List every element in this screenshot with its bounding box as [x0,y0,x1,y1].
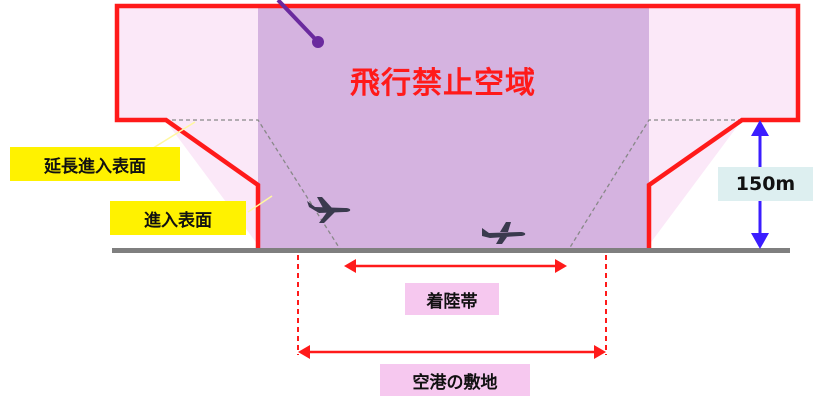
airplane-icon [482,222,526,244]
no-fly-zone-title: 飛行禁止空域 [350,66,536,101]
landing-strip-label: 着陸帯 [405,283,499,315]
airport-site-arrow-left [298,345,310,359]
airplane-icon [307,197,351,223]
transitional-surface-area-right [649,6,798,245]
landing-strip-arrow-right [555,259,567,273]
pointer-line [276,0,320,44]
approach-surface-dashed-left [165,119,341,250]
extended-approach-surface-label: 延長進入表面 [10,147,180,181]
height-label: 150m [718,167,813,201]
landing-strip-arrow-left [344,259,356,273]
pointer-dot [312,36,324,48]
callout-leader-extended [149,121,196,151]
height-arrow-bottom [751,233,769,249]
approach-surface-label: 進入表面 [110,201,246,235]
approach-surface-dashed-right [568,119,742,250]
callout-leader-approach [247,195,273,213]
airport-site-label: 空港の敷地 [380,364,530,396]
airport-site-arrow-right [594,345,606,359]
transitional-surface-area-left [117,6,258,245]
no-fly-boundary [114,3,801,248]
height-arrow-top [751,120,769,136]
ground-line [112,248,790,253]
